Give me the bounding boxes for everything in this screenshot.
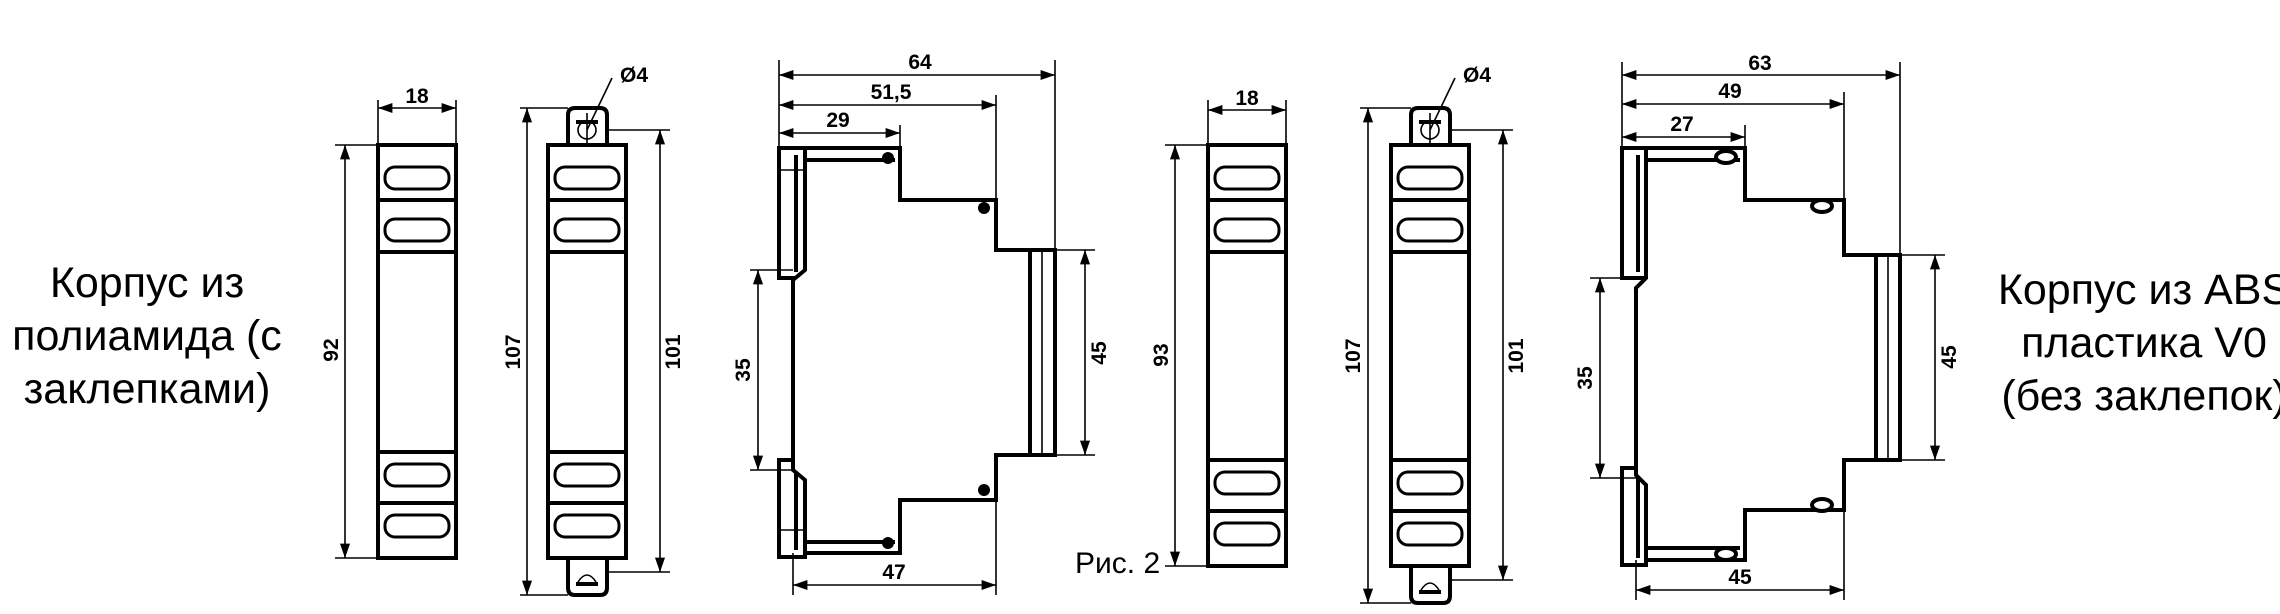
left-caption-line-2: полиамида (с <box>12 312 282 360</box>
view-b-rear: Ø4 107 101 <box>502 64 685 597</box>
view-a-front: 18 92 <box>320 85 458 560</box>
dim-b-total: 107 <box>502 334 525 369</box>
figure-label: Рис. 2 <box>1075 547 1160 580</box>
dim-c-front: 45 <box>1088 341 1111 365</box>
right-caption: Корпус из ABS пластика V0 (без заклепок) <box>1998 266 2280 420</box>
left-caption: Корпус из полиамида (с заклепками) <box>12 259 282 413</box>
view-e-rear: Ø4 107 101 <box>1342 64 1528 605</box>
dim-d-width: 18 <box>1235 87 1259 110</box>
view-d-front: 18 93 <box>1150 87 1288 568</box>
dim-a-height: 92 <box>320 338 343 361</box>
dim-f-rail: 35 <box>1574 366 1597 390</box>
left-caption-line-3: заклепками) <box>24 365 271 413</box>
dim-c-top: 29 <box>826 109 849 132</box>
right-caption-line-2: пластика V0 <box>2021 319 2267 367</box>
dim-f-top: 27 <box>1670 113 1693 136</box>
dim-b-inner: 101 <box>662 334 685 369</box>
dim-e-total: 107 <box>1342 338 1365 373</box>
dim-f-bottom: 45 <box>1728 566 1752 589</box>
dim-c-mid: 51,5 <box>871 81 912 104</box>
right-caption-line-3: (без заклепок) <box>2001 372 2280 420</box>
dim-c-total: 64 <box>908 51 932 74</box>
view-f-side: 63 49 27 35 45 45 <box>1574 52 1961 600</box>
left-caption-line-1: Корпус из <box>50 259 244 307</box>
dim-c-bottom: 47 <box>882 561 905 584</box>
dim-a-width: 18 <box>405 85 429 108</box>
dim-f-front: 45 <box>1938 345 1961 369</box>
dim-d-height: 93 <box>1150 343 1173 366</box>
dim-b-hole: Ø4 <box>620 64 648 87</box>
dim-c-rail: 35 <box>732 358 755 382</box>
dim-e-hole: Ø4 <box>1463 64 1491 87</box>
view-c-side: 64 51,5 29 35 45 47 <box>732 51 1111 595</box>
dim-e-inner: 101 <box>1505 338 1528 373</box>
dim-f-total: 63 <box>1748 52 1771 75</box>
right-caption-line-1: Корпус из ABS <box>1998 266 2280 314</box>
dim-f-mid: 49 <box>1718 80 1741 103</box>
